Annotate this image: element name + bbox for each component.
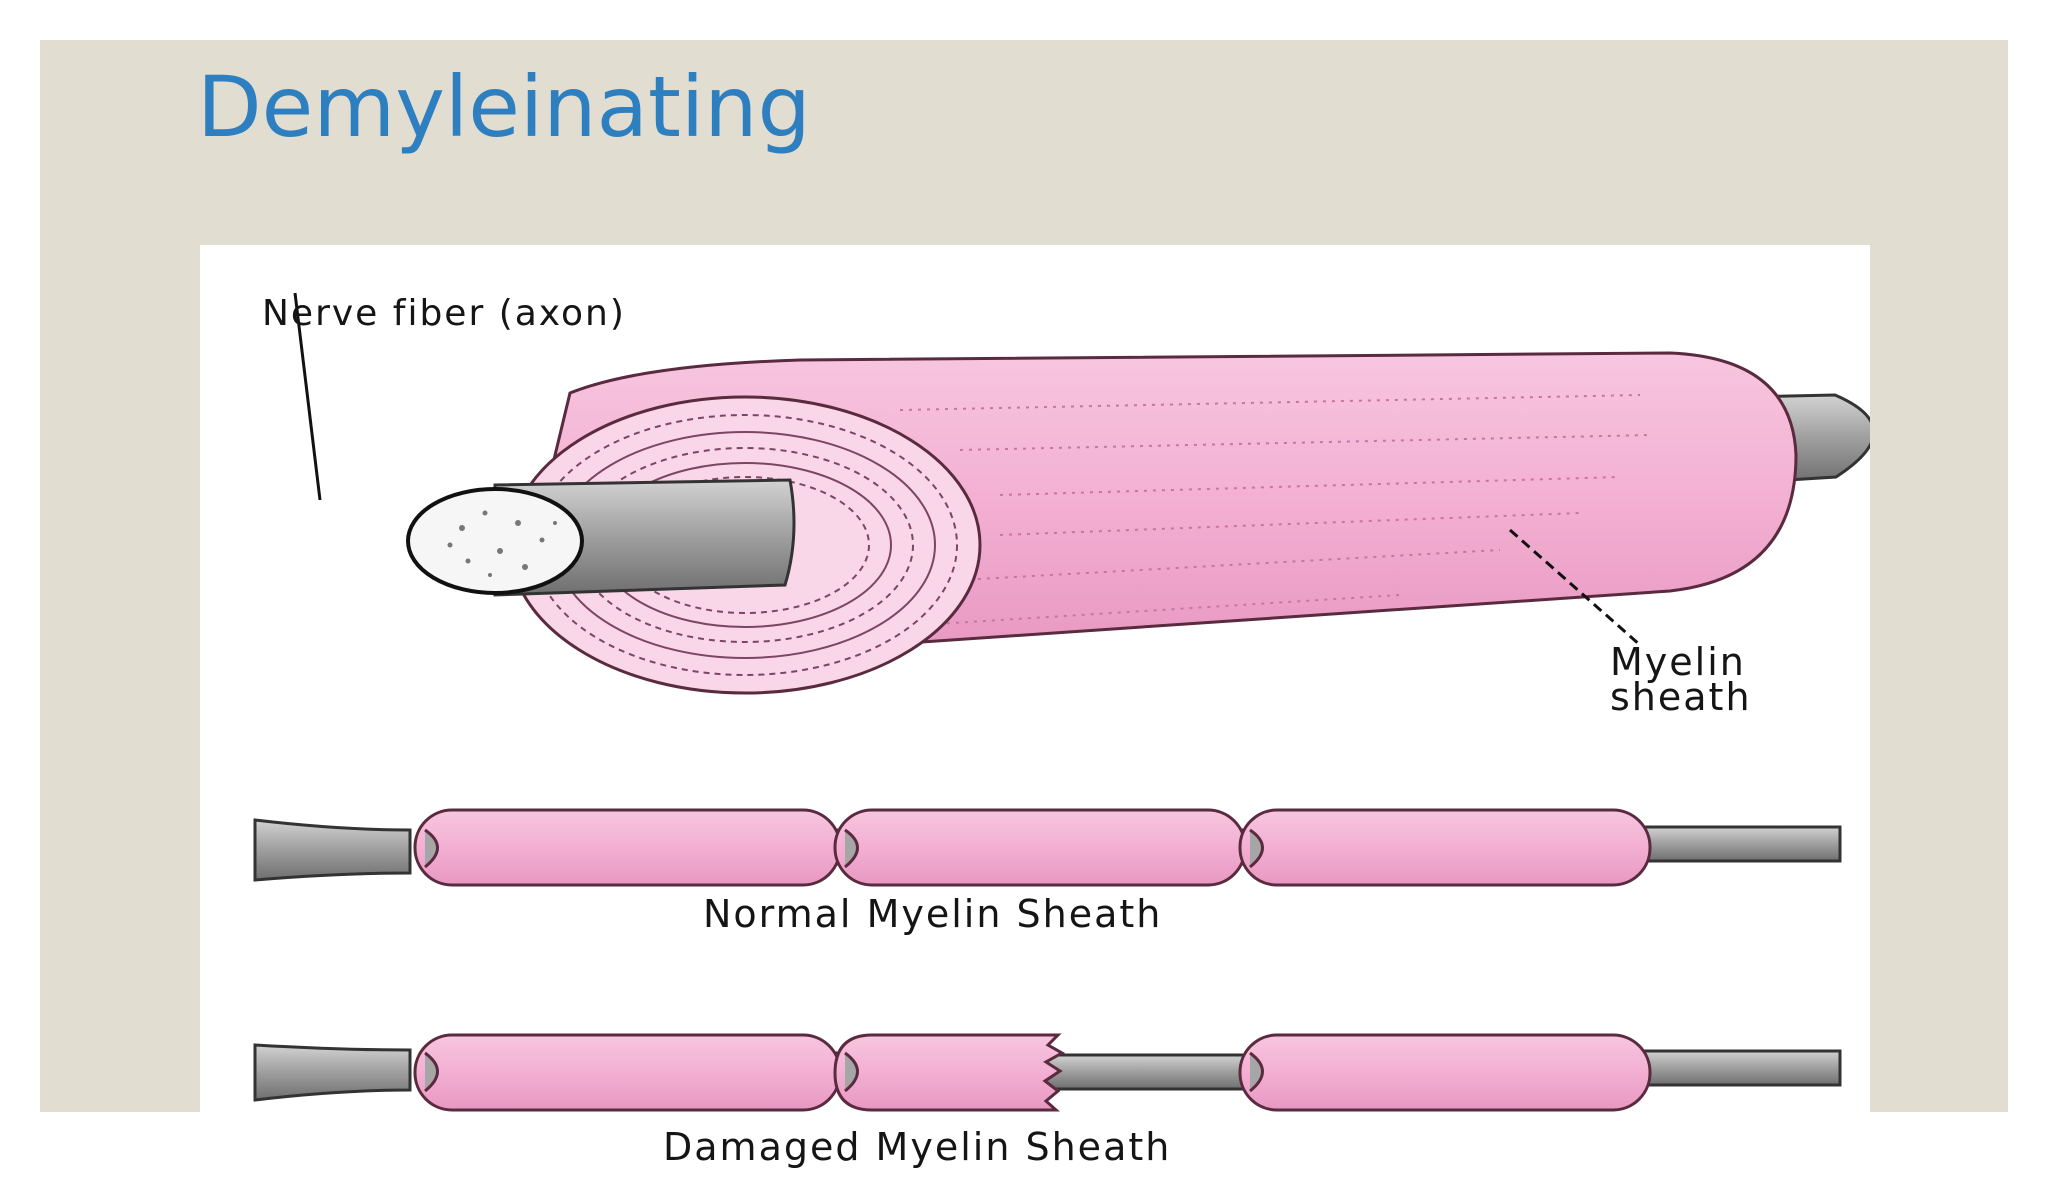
- axon-damaged-right: [1638, 1049, 1842, 1087]
- node-cap-1: [424, 828, 439, 869]
- slide: Demyleinating: [40, 40, 2008, 1192]
- axon-cross-section-dots: [447, 510, 557, 577]
- myelin-segment-normal-3: [1238, 808, 1652, 887]
- nerve-fiber-cylinder: [406, 351, 1870, 695]
- myelin-segment-damaged-1: [413, 1033, 842, 1112]
- nerve-fiber-label: Nerve fiber (axon): [262, 293, 626, 334]
- damaged-myelin-caption: Damaged Myelin Sheath: [663, 1125, 1171, 1169]
- axon-normal-left: [253, 818, 412, 882]
- normal-myelin-row: [253, 808, 1842, 887]
- slide-title: Demyleinating: [197, 58, 811, 156]
- node-cap-3: [1249, 828, 1264, 869]
- damaged-node-cap-1: [424, 1051, 439, 1093]
- nerve-fiber-leader-line: [293, 292, 322, 501]
- myelin-segment-damaged-3: [1238, 1033, 1652, 1112]
- damaged-node-cap-3: [1249, 1051, 1264, 1093]
- myelin-diagram: Nerve fiber (axon) Myelin sheath Normal …: [200, 245, 1870, 1192]
- myelin-segment-normal-1: [413, 808, 842, 887]
- damaged-node-cap-2: [844, 1051, 859, 1093]
- damaged-myelin-row: [253, 1033, 1842, 1112]
- myelin-segment-normal-2: [833, 808, 1247, 887]
- myelin-label-line1: Myelin: [1610, 640, 1746, 684]
- axon-normal-right: [1638, 825, 1842, 863]
- myelin-texture: [899, 394, 1651, 626]
- myelin-diagram-svg: Nerve fiber (axon) Myelin sheath Normal …: [253, 292, 1870, 1169]
- node-cap-2: [844, 828, 859, 869]
- myelin-leader-line: [1509, 528, 1641, 647]
- myelin-label-line2: sheath: [1610, 675, 1752, 719]
- axon-cross-section: [406, 487, 584, 595]
- axon-damaged-left: [253, 1043, 412, 1102]
- normal-myelin-caption: Normal Myelin Sheath: [703, 892, 1162, 936]
- myelin-segment-damaged-torn: [833, 1033, 1066, 1112]
